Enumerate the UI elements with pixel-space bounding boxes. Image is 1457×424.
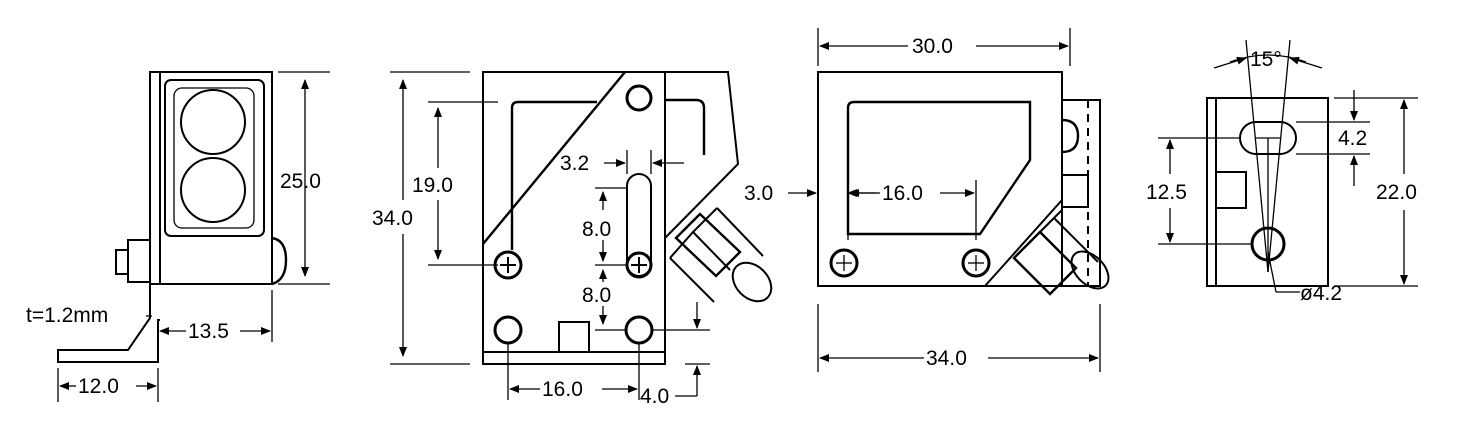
- hole-bottom-right: [624, 315, 654, 345]
- dim-34-label: 34.0: [372, 207, 413, 230]
- dim-3-label: 3.0: [744, 182, 773, 205]
- nut: [127, 239, 151, 283]
- diagonal-edge: [482, 71, 626, 245]
- hole-bottom-left: [493, 315, 523, 345]
- dim-12-5-label: 12.5: [1146, 181, 1187, 204]
- lens-lower: [180, 157, 246, 223]
- angle-label: 15°: [1250, 48, 1282, 71]
- dim-13-5-label: 13.5: [188, 320, 229, 343]
- window-right: [665, 98, 706, 155]
- bracket-plate: [1206, 97, 1329, 287]
- slot: [626, 173, 652, 277]
- cable-end: [731, 261, 773, 303]
- cable-bump: [271, 236, 288, 286]
- lens-frame: [164, 79, 265, 237]
- housing-front: [482, 71, 666, 365]
- dim-34-rear-label: 34.0: [926, 347, 967, 370]
- window-rear: [846, 100, 1032, 236]
- window-left: [510, 100, 597, 250]
- lens-upper: [180, 89, 246, 155]
- view-rear: 30.0 3.0 16.0 34.0: [744, 28, 1110, 372]
- dim-12-label: 12.0: [78, 375, 119, 398]
- screw-head: [115, 249, 129, 275]
- dim-8-slot-label: 8.0: [582, 218, 611, 241]
- dim-4-2-slot-label: 4.2: [1338, 127, 1367, 150]
- bracket-tab: [1215, 171, 1247, 209]
- dim-19-label: 19.0: [412, 174, 453, 197]
- cable-gland-rear: [1012, 230, 1078, 296]
- hole-top: [625, 84, 653, 112]
- dim-22-label: 22.0: [1376, 181, 1417, 204]
- connector-tab: [558, 321, 590, 353]
- housing-right: [664, 71, 740, 239]
- dim-25-label: 25.0: [280, 170, 321, 193]
- view-bracket-front: 15° 4.2 12.5 22.0 ø4.2: [1146, 39, 1418, 305]
- dim-16-rear-label: 16.0: [882, 182, 923, 205]
- dim-16-label: 16.0: [542, 378, 583, 401]
- dim-3-2-label: 3.2: [560, 152, 589, 175]
- dim-30-label: 30.0: [912, 35, 953, 58]
- dim-8-hole-label: 8.0: [582, 284, 611, 307]
- dim-4-label: 4.0: [640, 385, 669, 408]
- view-side-bracket: 25.0 13.5 12.0 t=1.2mm: [26, 71, 330, 402]
- thickness-label: t=1.2mm: [26, 304, 108, 327]
- dim-hole-dia-label: ø4.2: [1300, 282, 1342, 305]
- view-front-slot: 34.0 19.0 3.2 8.0 8.0 16.0: [372, 71, 773, 408]
- cable-gland: [674, 212, 742, 278]
